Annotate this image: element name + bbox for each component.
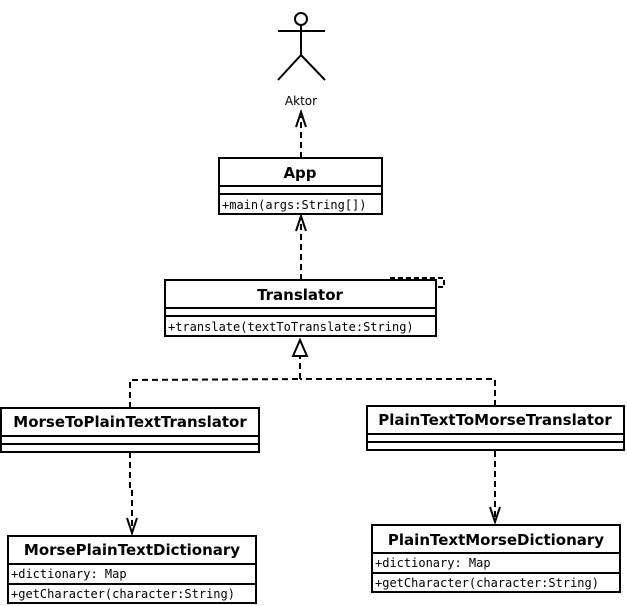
class-name: PlainTextMorseDictionary — [388, 531, 604, 549]
class-plain-text-morse-dictionary[interactable]: PlainTextMorseDictionary +dictionary: Ma… — [371, 524, 621, 593]
class-attribute: +dictionary: Map — [375, 556, 491, 570]
open-arrowhead-icon — [295, 108, 307, 128]
dependency-plain-to-morse-to-dictionary — [489, 451, 501, 526]
actor-label: Aktor — [285, 94, 317, 108]
class-attribute: +dictionary: Map — [11, 567, 127, 581]
class-name: Translator — [257, 286, 343, 304]
actor: Aktor — [277, 12, 326, 108]
class-name: MorsePlainTextDictionary — [24, 541, 240, 559]
class-method: +getCharacter(character:String) — [375, 576, 599, 590]
class-method: +main(args:String[]) — [222, 198, 367, 212]
open-arrowhead-icon — [295, 212, 307, 232]
class-plain-text-to-morse-translator[interactable]: PlainTextToMorseTranslator — [366, 405, 625, 451]
open-arrowhead-icon — [126, 517, 138, 537]
class-translator[interactable]: Translator +translate(textToTranslate:St… — [164, 277, 445, 337]
open-arrowhead-icon — [489, 506, 501, 526]
class-morse-plain-text-dictionary[interactable]: MorsePlainTextDictionary +dictionary: Ma… — [7, 535, 257, 604]
hollow-triangle-arrowhead-icon — [291, 337, 309, 357]
class-name: PlainTextToMorseTranslator — [378, 411, 612, 429]
dependency-translator-to-app — [295, 212, 307, 280]
class-app[interactable]: App +main(args:String[]) — [218, 157, 383, 215]
class-name: App — [283, 164, 316, 182]
dependency-morse-to-plain-to-dictionary — [126, 452, 138, 537]
realization-to-translator — [129, 337, 496, 408]
actor-stick-figure-icon — [277, 12, 326, 81]
class-name: MorseToPlainTextTranslator — [13, 413, 247, 431]
class-method: +translate(textToTranslate:String) — [168, 320, 414, 334]
dependency-app-to-actor — [295, 108, 307, 158]
class-method: +getCharacter(character:String) — [11, 587, 235, 601]
class-morse-to-plain-text-translator[interactable]: MorseToPlainTextTranslator — [0, 407, 260, 453]
